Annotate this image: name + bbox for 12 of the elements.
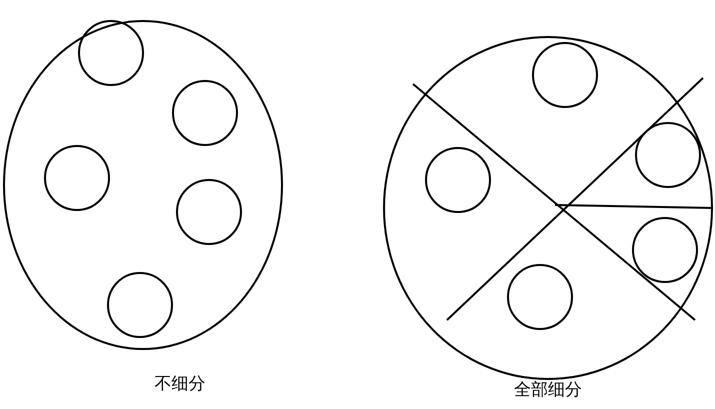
small-circle — [635, 122, 701, 188]
small-circle — [507, 264, 573, 330]
small-circle — [532, 42, 598, 108]
small-circle — [425, 147, 491, 213]
small-circle — [78, 20, 144, 86]
node-label: 不细分 — [154, 373, 206, 395]
node-label: 全部细分 — [514, 379, 582, 401]
small-circle — [176, 179, 242, 245]
small-circle — [44, 145, 110, 211]
small-circle — [107, 272, 173, 338]
small-circle — [172, 80, 238, 146]
small-circle — [632, 217, 698, 283]
